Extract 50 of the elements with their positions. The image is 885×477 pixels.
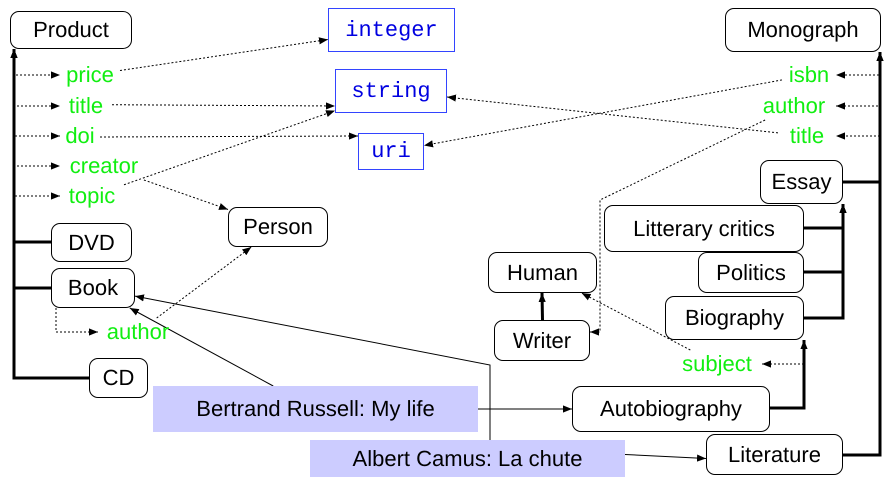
- property-label: title: [778, 122, 836, 150]
- class-box: Autobiography: [572, 386, 770, 432]
- property-label: title: [60, 92, 112, 120]
- datatype-box: uri: [358, 133, 424, 170]
- arrow: [624, 454, 706, 462]
- dotted-arrow: [143, 180, 228, 210]
- dotted-arrow: [14, 48, 60, 200]
- class-box: Literature: [706, 434, 843, 475]
- instance-label: Bertrand Russell: My life: [153, 386, 478, 432]
- dotted-arrow: [56, 308, 98, 336]
- property-label: topic: [60, 182, 124, 210]
- class-box: Litterary critics: [604, 205, 804, 252]
- class-box: Person: [228, 207, 328, 247]
- property-label: author: [98, 318, 178, 346]
- property-label: doi: [60, 122, 100, 150]
- arrow: [538, 292, 546, 320]
- property-label: price: [60, 62, 120, 88]
- dotted-arrow: [100, 132, 358, 140]
- arrow: [129, 308, 274, 386]
- property-label: isbn: [782, 62, 836, 88]
- dotted-arrow: [590, 120, 766, 336]
- class-box: Human: [488, 252, 597, 293]
- arrow: [804, 204, 847, 320]
- class-box: Product: [10, 11, 132, 49]
- class-box: Essay: [760, 160, 843, 204]
- dotted-arrow: [156, 246, 252, 318]
- class-box: Book: [51, 268, 135, 308]
- property-label: author: [752, 92, 836, 120]
- datatype-box: string: [335, 69, 447, 113]
- dotted-arrow: [581, 292, 691, 350]
- dotted-arrow: [836, 52, 880, 140]
- class-box: Politics: [698, 252, 804, 293]
- property-label: creator: [60, 152, 148, 180]
- instance-label: Albert Camus: La chute: [310, 440, 625, 477]
- class-box: CD: [89, 358, 148, 398]
- class-box: Monograph: [725, 8, 881, 52]
- dotted-arrow: [112, 102, 336, 110]
- class-box: Writer: [494, 320, 590, 361]
- arrow: [134, 294, 490, 440]
- dotted-arrow: [424, 79, 782, 148]
- datatype-box: integer: [328, 8, 455, 52]
- dotted-arrow: [762, 340, 804, 368]
- class-box: Biography: [665, 296, 804, 340]
- dotted-arrow: [124, 110, 336, 186]
- arrow: [478, 405, 572, 413]
- class-box: DVD: [51, 223, 132, 262]
- dotted-arrow: [446, 94, 778, 134]
- arrow: [770, 340, 808, 410]
- property-label: subject: [672, 350, 762, 378]
- dotted-arrow: [120, 37, 328, 72]
